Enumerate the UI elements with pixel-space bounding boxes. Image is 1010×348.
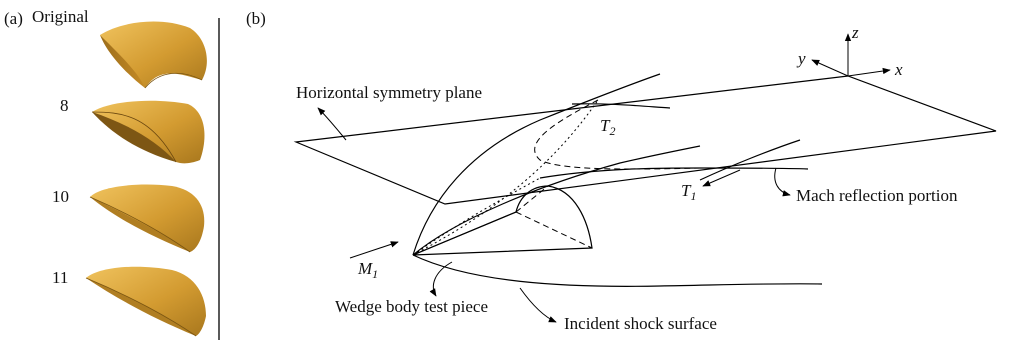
panel-a-label: (a) <box>4 9 23 28</box>
leader-test-piece <box>429 261 453 297</box>
leader-symmetry-plane <box>317 107 347 141</box>
variant-label-original: Original <box>32 7 89 26</box>
wedge-body-variant-8-image <box>91 100 205 164</box>
wedge-body-variant-11-image <box>85 266 206 337</box>
leader-shock-surface <box>519 287 557 323</box>
wedge-test-piece <box>412 185 593 256</box>
shock-line-t1 <box>539 167 809 179</box>
variant-label-11: 11 <box>52 268 68 287</box>
shock-surface-upper-edge <box>412 73 661 256</box>
label-m1: M1 <box>357 259 378 281</box>
label-mach-reflection: Mach reflection portion <box>796 186 958 205</box>
coordinate-axes: z x y <box>796 23 903 79</box>
shock-surface-lower-edge <box>412 254 823 287</box>
axis-label-y: y <box>796 49 806 68</box>
axis-label-x: x <box>894 60 903 79</box>
panel-b: (b) z x y <box>246 9 997 333</box>
shock-line-t2 <box>571 103 671 109</box>
label-t2: T2 <box>600 116 615 138</box>
arrow-t1 <box>702 169 741 187</box>
label-test-piece: Wedge body test piece <box>335 297 488 316</box>
axis-label-z: z <box>851 23 859 42</box>
wedge-body-original-image <box>100 21 207 89</box>
leader-mach-reflection <box>774 167 791 197</box>
panel-b-label: (b) <box>246 9 266 28</box>
mach-stem-line <box>699 139 801 181</box>
dotted-edge-upper <box>412 99 599 256</box>
wedge-body-variant-10-image <box>89 184 205 253</box>
mach-reflection-curve <box>534 99 701 170</box>
symmetry-plane <box>293 75 997 205</box>
shock-surface-trace <box>412 145 701 256</box>
arrow-m1 <box>349 241 399 259</box>
panel-a: (a) Original 8 10 11 <box>4 7 220 340</box>
label-shock-surface: Incident shock surface <box>564 314 717 333</box>
label-symmetry-plane: Horizontal symmetry plane <box>296 83 482 102</box>
variant-label-8: 8 <box>60 96 69 115</box>
label-t1: T1 <box>681 181 696 203</box>
variant-label-10: 10 <box>52 187 69 206</box>
